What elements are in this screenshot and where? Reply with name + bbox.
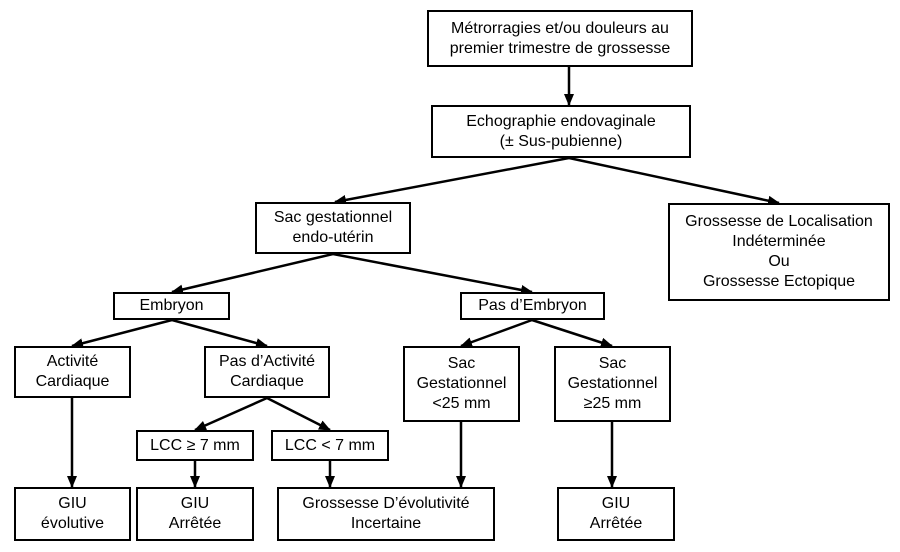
node-pas-embryon-label: Pas d’Embryon bbox=[478, 297, 587, 314]
node-grossesse-localisation-indeterminee: Grossesse de Localisation Indéterminée O… bbox=[668, 203, 890, 301]
arrow-embryon-to-pas_activite bbox=[171, 318, 268, 348]
node-sac-gestationnel-moins-25mm: Sac Gestationnel <25 mm bbox=[403, 346, 520, 422]
arrow-pas_activite-to-lcc_lt7 bbox=[266, 396, 331, 432]
node-start-label: Métrorragies et/ou douleurs au premier t… bbox=[449, 19, 671, 57]
node-pas-activite-cardiaque-label: Pas d’Activité Cardiaque bbox=[218, 353, 316, 390]
node-lcc-moins-7mm: LCC < 7 mm bbox=[271, 430, 389, 461]
node-lcc-7mm-ou-plus-label: LCC ≥ 7 mm bbox=[150, 436, 240, 454]
arrow-pas_activite-to-lcc_ge7 bbox=[194, 396, 268, 432]
arrow-sac_endo-to-pas_embryon bbox=[332, 252, 533, 295]
node-sac-gestationnel-endo-uterin: Sac gestationnel endo-utérin bbox=[255, 202, 411, 254]
node-giu-evolutive-label: GIU évolutive bbox=[40, 495, 105, 532]
node-sac-gestationnel-moins-25mm-label: Sac Gestationnel <25 mm bbox=[416, 355, 507, 412]
node-giu-evolutive: GIU évolutive bbox=[14, 487, 131, 541]
arrow-embryon-to-activite bbox=[71, 318, 173, 349]
node-embryon-label: Embryon bbox=[139, 297, 204, 314]
arrow-pas_embryon-to-sac_lt25 bbox=[460, 318, 533, 348]
node-lcc-7mm-ou-plus: LCC ≥ 7 mm bbox=[136, 430, 254, 461]
node-sac-gestationnel-25mm-ou-plus: Sac Gestationnel ≥25 mm bbox=[554, 346, 671, 422]
node-embryon: Embryon bbox=[113, 292, 230, 320]
node-activite-cardiaque: Activité Cardiaque bbox=[14, 346, 131, 398]
node-sac-gestationnel-25mm-ou-plus-label: Sac Gestationnel ≥25 mm bbox=[567, 355, 658, 412]
node-start: Métrorragies et/ou douleurs au premier t… bbox=[427, 10, 693, 67]
node-pas-embryon: Pas d’Embryon bbox=[460, 292, 605, 320]
arrow-echo-to-sac_endo bbox=[334, 156, 570, 205]
node-grossesse-evolutivite-incertaine: Grossesse D’évolutivité Incertaine bbox=[277, 487, 495, 541]
node-grossesse-evolutivite-incertaine-label: Grossesse D’évolutivité Incertaine bbox=[302, 495, 470, 532]
node-giu-arretee-embryon: GIU Arrêtée bbox=[136, 487, 254, 541]
node-pas-activite-cardiaque: Pas d’Activité Cardiaque bbox=[204, 346, 330, 398]
node-giu-arretee-embryon-label: GIU Arrêtée bbox=[168, 495, 222, 532]
node-echographie: Echographie endovaginale (± Sus-pubienne… bbox=[431, 105, 691, 158]
node-giu-arretee-sac: GIU Arrêtée bbox=[557, 487, 675, 541]
arrow-pas_embryon-to-sac_ge25 bbox=[531, 318, 613, 348]
node-lcc-moins-7mm-label: LCC < 7 mm bbox=[284, 436, 376, 454]
node-echographie-label: Echographie endovaginale (± Sus-pubienne… bbox=[466, 112, 656, 150]
arrow-echo-to-gli bbox=[568, 156, 780, 206]
node-sac-gestationnel-endo-uterin-label: Sac gestationnel endo-utérin bbox=[273, 209, 393, 246]
node-grossesse-localisation-indeterminee-label: Grossesse de Localisation Indéterminée O… bbox=[685, 213, 873, 290]
node-giu-arretee-sac-label: GIU Arrêtée bbox=[589, 495, 643, 532]
node-activite-cardiaque-label: Activité Cardiaque bbox=[35, 353, 110, 390]
arrow-sac_endo-to-embryon bbox=[171, 252, 334, 295]
